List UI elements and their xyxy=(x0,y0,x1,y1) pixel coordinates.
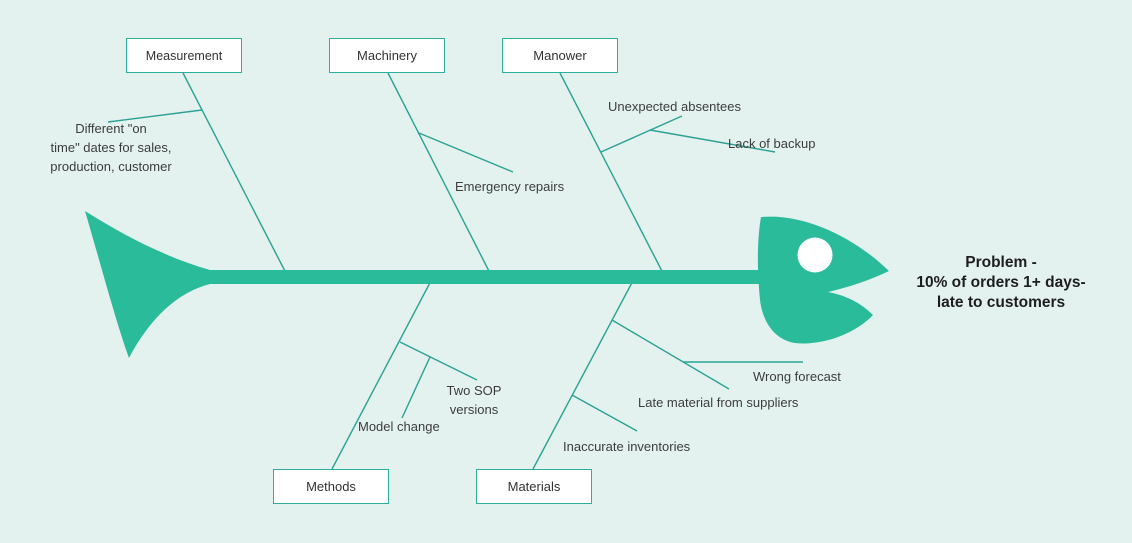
cause-different-dates[interactable]: Different "on time" dates for sales, pro… xyxy=(50,121,172,174)
cause-unexpected-absentees[interactable]: Unexpected absentees xyxy=(608,99,741,114)
category-label-manower: Manower xyxy=(533,48,587,63)
branch-inaccurate-inventories xyxy=(571,394,638,432)
category-label-measurement: Measurement xyxy=(145,48,223,63)
problem-statement[interactable]: Problem - 10% of orders 1+ days- late to… xyxy=(916,254,1086,311)
category-box-machinery[interactable]: Machinery xyxy=(329,38,445,73)
fish-body xyxy=(85,211,889,358)
branch-two-sop-versions xyxy=(399,341,478,381)
branch-model-change xyxy=(401,356,431,419)
bone-materials xyxy=(532,276,636,470)
category-box-measurement[interactable]: Measurement xyxy=(126,38,242,73)
bone-lines xyxy=(107,72,803,470)
bone-measurement xyxy=(182,72,289,278)
category-label-methods: Methods xyxy=(306,479,356,494)
cause-lack-of-backup[interactable]: Lack of backup xyxy=(728,136,816,151)
category-box-methods[interactable]: Methods xyxy=(273,469,389,504)
bone-manower xyxy=(559,72,666,278)
fish-head xyxy=(757,216,889,344)
category-label-machinery: Machinery xyxy=(357,48,417,63)
cause-late-material[interactable]: Late material from suppliers xyxy=(638,395,799,410)
branch-emergency-repairs xyxy=(418,132,514,173)
cause-model-change[interactable]: Model change xyxy=(358,419,440,434)
branch-unexpected-absentees xyxy=(600,115,683,153)
cause-emergency-repairs[interactable]: Emergency repairs xyxy=(455,179,565,194)
branch-different-dates xyxy=(107,109,203,123)
bone-methods xyxy=(331,276,434,470)
category-box-materials[interactable]: Materials xyxy=(476,469,592,504)
category-label-materials: Materials xyxy=(507,479,561,494)
cause-two-sop-versions[interactable]: Two SOP versions xyxy=(446,383,502,417)
branch-lack-of-backup xyxy=(649,129,776,153)
branch-late-material xyxy=(611,319,730,390)
bone-machinery xyxy=(387,72,493,278)
cause-inaccurate-inventories[interactable]: Inaccurate inventories xyxy=(563,439,691,454)
cause-wrong-forecast[interactable]: Wrong forecast xyxy=(753,369,841,384)
category-box-manower[interactable]: Manower xyxy=(502,38,618,73)
fish-tail xyxy=(85,211,210,358)
fish-spine xyxy=(196,270,772,284)
fish-eye-icon xyxy=(797,237,833,273)
